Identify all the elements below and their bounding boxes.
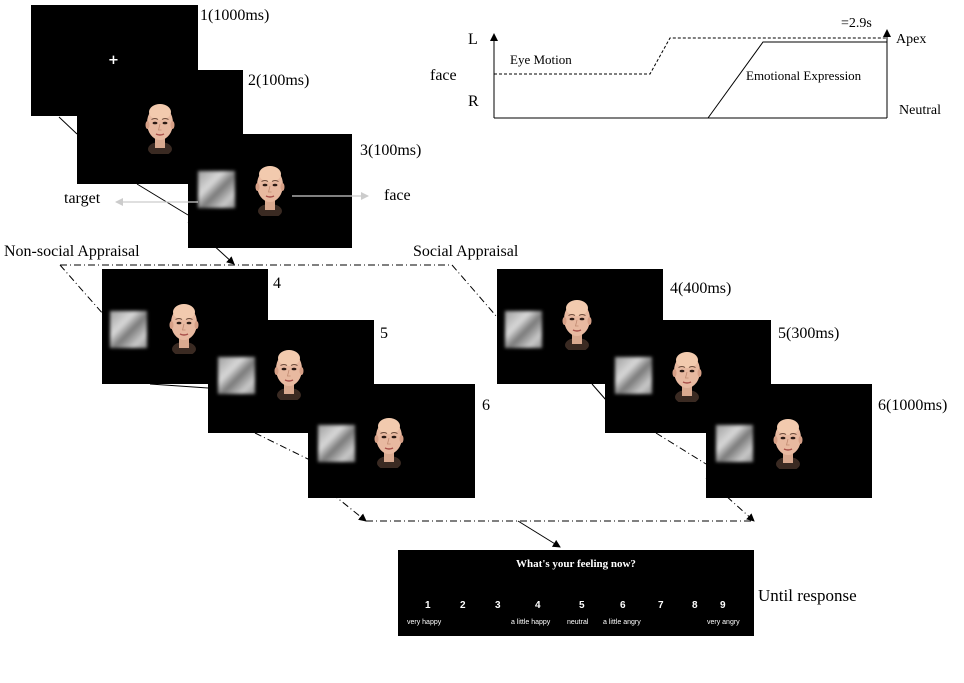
anchor-very-happy: very happy (407, 619, 442, 626)
duration-label: =2.9s (841, 16, 872, 31)
frame-3-face-target (188, 134, 352, 248)
eye-motion-line (494, 37, 887, 75)
frame-2-label: 2(100ms) (248, 72, 310, 89)
target-object (318, 425, 355, 462)
until-response-label: Until response (758, 586, 857, 605)
scale-number: 4 (535, 600, 541, 611)
scale-number: 3 (495, 600, 501, 611)
social-frame-5-label: 5(300ms) (778, 325, 840, 342)
target-object (218, 357, 255, 394)
scale-number: 8 (692, 600, 698, 611)
rating-question: What's your feeling now? (516, 558, 636, 570)
apex-label: Apex (896, 32, 927, 47)
eye-motion-label: Eye Motion (510, 52, 572, 67)
nonsocial-frame-6 (308, 384, 475, 498)
emotional-expression-line (707, 41, 887, 119)
non-social-appraisal-label: Non-social Appraisal (4, 243, 140, 260)
social-frame-6 (706, 384, 872, 498)
scale-number: 6 (620, 600, 626, 611)
timeline-R-label: R (468, 93, 479, 110)
anchor-neutral: neutral (567, 619, 589, 626)
timeline-face-label: face (430, 67, 457, 84)
frame-1-label: 1(1000ms) (200, 7, 270, 24)
neutral-label: Neutral (899, 103, 941, 118)
target-object (110, 311, 147, 348)
target-object (198, 171, 235, 208)
target-object (615, 357, 652, 394)
social-frame-4-label: 4(400ms) (670, 280, 732, 297)
anchor-very-angry: very angry (707, 619, 740, 626)
nonsocial-frame-5-label: 5 (380, 325, 388, 342)
frame-3-label: 3(100ms) (360, 142, 422, 159)
scale-number: 5 (579, 600, 585, 611)
anchor-a-little-angry: a little angry (603, 619, 641, 626)
target-object (505, 311, 542, 348)
scale-number: 9 (720, 600, 726, 611)
face-label: face (384, 187, 411, 204)
fixation-cross: + (108, 53, 119, 68)
social-appraisal-label: Social Appraisal (413, 243, 519, 260)
social-frame-6-label: 6(1000ms) (878, 397, 948, 414)
target-label: target (64, 190, 101, 207)
timeline-L-label: L (468, 31, 478, 48)
scale-number: 2 (460, 600, 466, 611)
emotional-expression-label: Emotional Expression (746, 68, 862, 83)
scale-number: 1 (425, 600, 431, 611)
nonsocial-frame-6-label: 6 (482, 397, 490, 414)
anchor-a-little-happy: a little happy (511, 619, 551, 626)
target-object (716, 425, 753, 462)
scale-number: 7 (658, 600, 664, 611)
nonsocial-frame-4-label: 4 (273, 275, 281, 292)
rating-screen: What's your feeling now? 1 2 3 4 5 6 7 8… (398, 550, 754, 636)
